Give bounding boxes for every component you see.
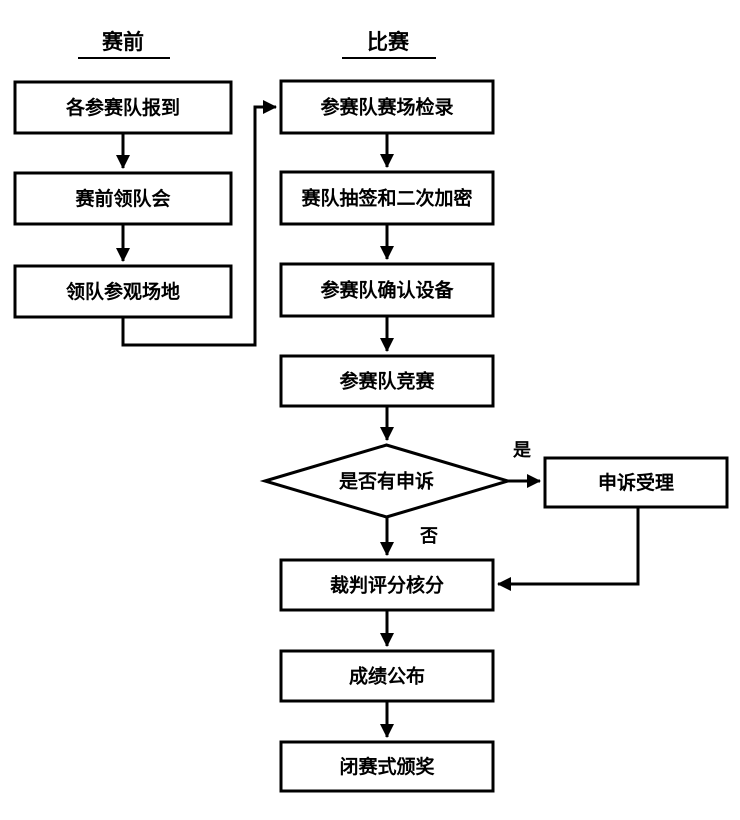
node-leader-venue-tour[interactable]: 领队参观场地 (13, 264, 233, 319)
arrowhead-icon (380, 542, 394, 556)
node-competition[interactable]: 参赛队竞赛 (279, 354, 495, 408)
arrowhead-icon (380, 633, 394, 647)
section-header-match: 比赛 (342, 30, 436, 59)
process-shape (279, 262, 495, 318)
arrowhead-icon (497, 577, 511, 591)
process-shape (543, 456, 729, 509)
node-confirm-equipment[interactable]: 参赛队确认设备 (279, 262, 495, 318)
connector-line (121, 105, 276, 347)
node-team-checkin[interactable]: 各参赛队报到 (13, 80, 233, 135)
node-appeal-decision[interactable]: 是否有申诉 (259, 443, 514, 519)
node-label: 参赛队赛场检录 (320, 96, 453, 119)
process-shape (279, 79, 495, 135)
decision-shape (259, 443, 514, 519)
node-appeal-handling[interactable]: 申诉受理 (543, 456, 729, 509)
arrowhead-icon (380, 154, 394, 168)
arrowhead-icon (380, 338, 394, 352)
edge-labels-layer: 是否 (419, 440, 531, 547)
node-label: 赛队抽签和二次加密 (300, 187, 472, 210)
section-header-label: 比赛 (367, 30, 410, 54)
edge-label-no-label: 否 (419, 526, 438, 547)
connector-checkrecord-to-draw (380, 133, 394, 168)
node-label: 成绩公布 (349, 665, 425, 688)
section-header-pre-match: 赛前 (78, 30, 170, 59)
connector-decision-yes-to-appeal (508, 474, 541, 488)
edges-layer (116, 100, 640, 738)
node-label: 是否有申诉 (339, 470, 434, 493)
connector-draw-to-confirm (380, 224, 394, 260)
node-closing-ceremony[interactable]: 闭赛式颁奖 (279, 740, 495, 793)
connector-decision-no-to-scoring (380, 517, 394, 556)
process-shape (279, 649, 495, 703)
process-shape (13, 264, 233, 319)
node-label: 领队参观场地 (66, 280, 180, 303)
process-shape (279, 740, 495, 793)
arrowhead-icon (380, 427, 394, 441)
node-judge-scoring[interactable]: 裁判评分核分 (279, 558, 495, 612)
node-label: 裁判评分核分 (330, 574, 444, 597)
process-shape (13, 80, 233, 135)
connector-results-to-closing (380, 701, 394, 738)
node-label: 参赛队竞赛 (339, 370, 435, 393)
section-header-label: 赛前 (101, 30, 144, 54)
arrowhead-icon (263, 100, 277, 114)
headers-layer: 赛前 比赛 (78, 30, 436, 59)
connector-appeal-back-to-scoring (497, 507, 640, 591)
edge-label-yes-label: 是 (512, 440, 531, 461)
arrowhead-icon (527, 474, 541, 488)
process-shape (279, 170, 495, 226)
connector-venuetour-to-checkrecord (121, 100, 277, 347)
node-venue-check-in[interactable]: 参赛队赛场检录 (279, 79, 495, 135)
process-shape (13, 171, 233, 226)
arrowhead-icon (116, 248, 130, 262)
process-shape (279, 354, 495, 408)
node-label: 闭赛式颁奖 (339, 755, 435, 778)
node-leader-meeting[interactable]: 赛前领队会 (13, 171, 233, 226)
arrowhead-icon (116, 155, 130, 169)
node-label: 赛前领队会 (74, 187, 170, 210)
process-shape (279, 558, 495, 612)
connector-meeting-to-venuetour (116, 224, 130, 262)
node-draw-and-encrypt[interactable]: 赛队抽签和二次加密 (279, 170, 495, 226)
arrowhead-icon (380, 724, 394, 738)
node-results-publish[interactable]: 成绩公布 (279, 649, 495, 703)
connector-scoring-to-results (380, 610, 394, 647)
connector-competition-to-decision (380, 406, 394, 441)
connector-confirm-to-competition (380, 316, 394, 352)
connector-line (498, 507, 640, 586)
node-label: 申诉受理 (598, 471, 674, 494)
node-label: 各参赛队报到 (65, 96, 180, 119)
node-label: 参赛队确认设备 (320, 279, 454, 302)
arrowhead-icon (380, 246, 394, 260)
connector-checkin-to-meeting (116, 133, 130, 169)
